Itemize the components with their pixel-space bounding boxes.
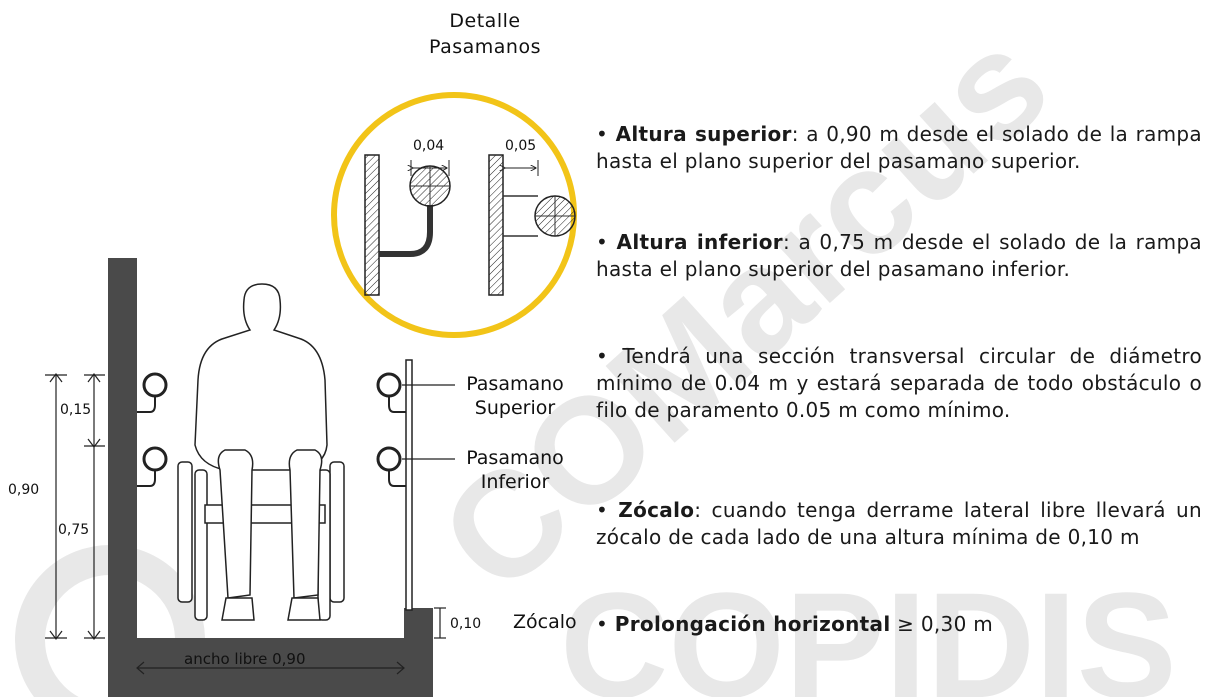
wheelchair-user-icon bbox=[177, 283, 345, 621]
paragraph-zocalo: • Zócalo: cuando tenga derrame lateral l… bbox=[596, 497, 1202, 551]
paragraph-1-bold: Altura superior bbox=[615, 122, 792, 146]
label-pasamano-inferior-line2: Inferior bbox=[480, 471, 550, 493]
zocalo-dim: 0,10 bbox=[450, 616, 482, 632]
paragraph-3-text: Tendrá una sección transversal circular … bbox=[596, 344, 1202, 422]
watermark-text-bottom: COPIDIS bbox=[560, 561, 1177, 697]
label-pasamano-superior: Pasamano Superior bbox=[455, 372, 575, 420]
paragraph-5-bold: Prolongación horizontal bbox=[614, 612, 891, 636]
paragraph-altura-superior: • Altura superior: a 0,90 m desde el sol… bbox=[596, 121, 1202, 175]
bullet: • bbox=[596, 230, 609, 254]
detail-dim-left: 0,04 bbox=[413, 138, 445, 154]
dim-lower: 0,75 bbox=[58, 522, 90, 538]
bullet: • bbox=[596, 344, 609, 368]
label-zocalo: Zócalo bbox=[513, 611, 577, 633]
paragraph-5-text: ≥ 0,30 m bbox=[890, 612, 994, 636]
detail-title-line1: Detalle bbox=[449, 10, 521, 32]
detail-title-line2: Pasamanos bbox=[428, 36, 541, 58]
label-pasamano-inferior-line1: Pasamano bbox=[466, 447, 564, 469]
label-pasamano-inferior: Pasamano Inferior bbox=[455, 446, 575, 494]
right-post bbox=[405, 359, 413, 611]
right-curb bbox=[404, 608, 433, 648]
paragraph-altura-inferior: • Altura inferior: a 0,75 m desde el sol… bbox=[596, 229, 1202, 283]
bullet: • bbox=[596, 122, 609, 146]
detail-circle bbox=[331, 92, 577, 338]
paragraph-1-text: : a 0,90 m desde el solado de la rampa h… bbox=[596, 122, 1202, 173]
paragraph-4-bold: Zócalo bbox=[618, 498, 695, 522]
label-pasamano-superior-line2: Superior bbox=[474, 397, 556, 419]
paragraph-2-bold: Altura inferior bbox=[616, 230, 783, 254]
bullet: • bbox=[596, 498, 609, 522]
label-pasamano-superior-line1: Pasamano bbox=[466, 373, 564, 395]
bullet: • bbox=[596, 612, 609, 636]
paragraph-seccion: • Tendrá una sección transversal circula… bbox=[596, 343, 1202, 424]
detail-title: Detalle Pasamanos bbox=[400, 8, 570, 60]
paragraph-prolongacion: • Prolongación horizontal ≥ 0,30 m bbox=[596, 611, 1202, 638]
left-wall bbox=[108, 258, 137, 697]
dim-upper: 0,15 bbox=[60, 402, 92, 418]
dim-total: 0,90 bbox=[8, 482, 40, 498]
paragraph-2-text: : a 0,75 m desde el solado de la rampa h… bbox=[596, 230, 1202, 281]
detail-dim-right: 0,05 bbox=[505, 138, 537, 154]
label-ancho-libre: ancho libre 0,90 bbox=[184, 650, 306, 668]
paragraph-4-text: : cuando tenga derrame lateral libre lle… bbox=[596, 498, 1202, 549]
